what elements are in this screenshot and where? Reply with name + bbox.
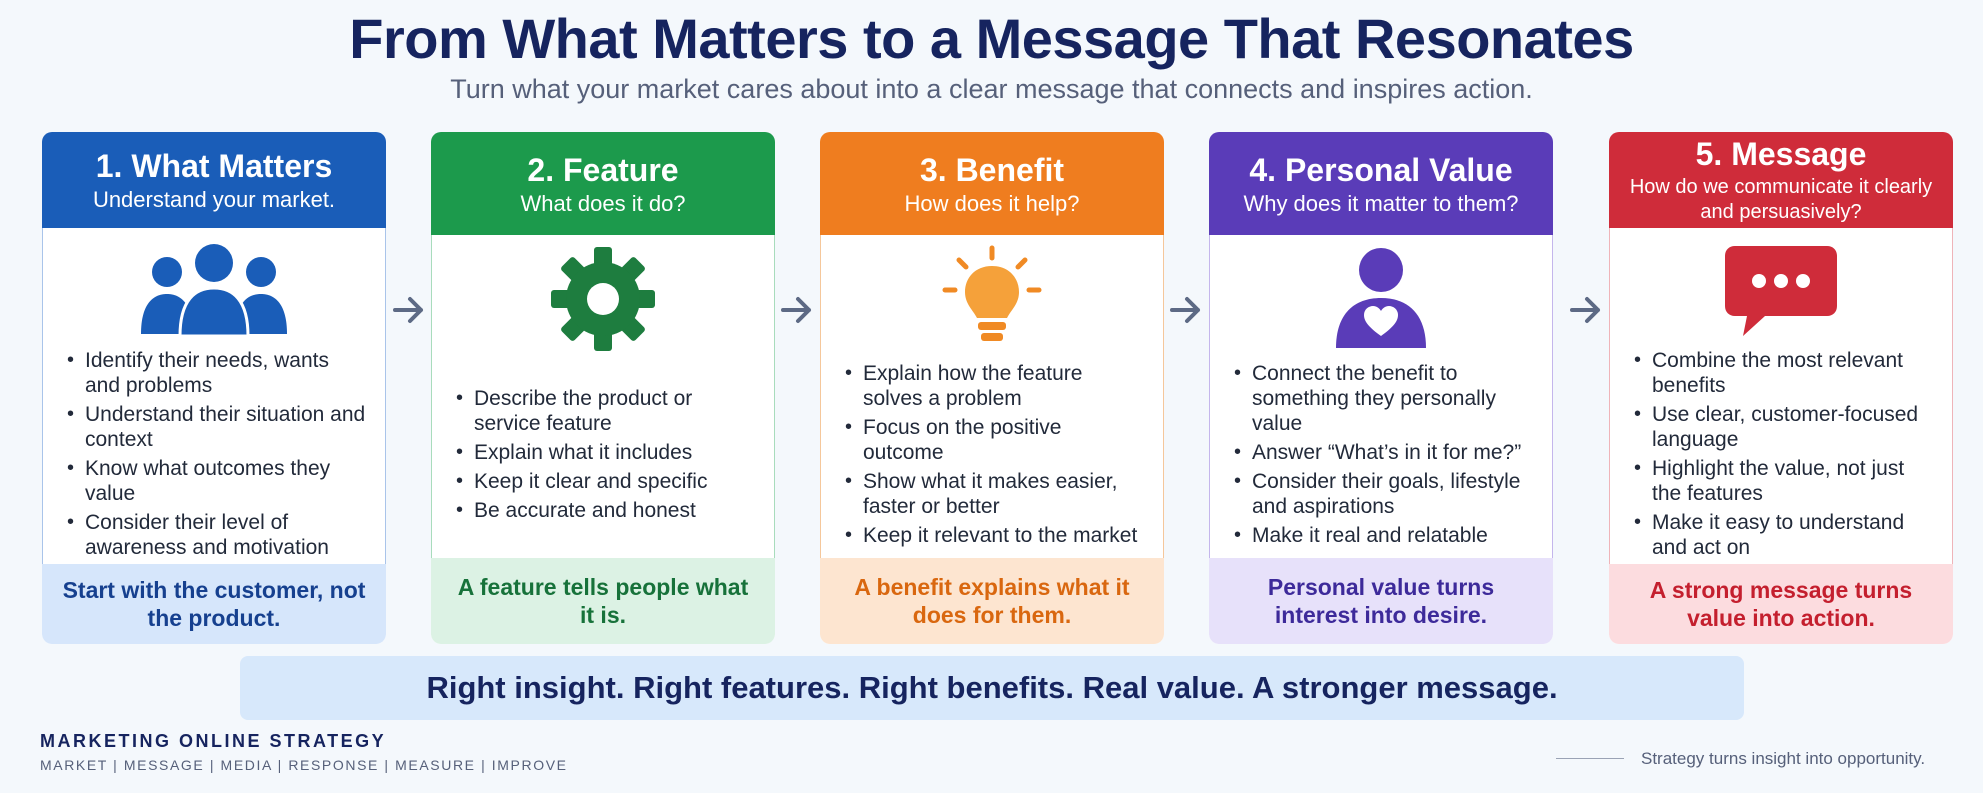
list-item: Consider their goals, lifestyle and aspi… (1232, 469, 1534, 519)
step-subtitle: How does it help? (904, 190, 1080, 216)
step-title: 2. Feature (527, 151, 679, 188)
step-takeaway: Personal value turns interest into desir… (1209, 558, 1553, 644)
step-card-header: 5. Message How do we communicate it clea… (1609, 132, 1953, 228)
step-title: 3. Benefit (919, 151, 1065, 188)
step-title: 1. What Matters (95, 147, 333, 184)
arrow-right-icon (777, 292, 817, 328)
summary-banner: Right insight. Right features. Right ben… (240, 656, 1744, 720)
step-bullets: Connect the benefit to something they pe… (1210, 355, 1552, 558)
chat-bubble-icon (1725, 245, 1837, 336)
list-item: Explain what it includes (454, 440, 756, 465)
list-item: Know what outcomes they value (65, 456, 367, 506)
page-title: From What Matters to a Message That Reso… (349, 7, 1634, 70)
step-subtitle: Why does it matter to them? (1243, 190, 1519, 216)
step-takeaway: A feature tells people what it is. (431, 558, 775, 644)
brand-tagline: MARKET | MESSAGE | MEDIA | RESPONSE | ME… (40, 757, 568, 773)
brand-name: MARKETING ONLINE STRATEGY (40, 731, 387, 751)
people-icon (141, 243, 287, 338)
list-item: Show what it makes easier, faster or bet… (843, 469, 1145, 519)
divider (1556, 758, 1624, 759)
step-takeaway: A strong message turns value into action… (1609, 563, 1953, 644)
step-title: 5. Message (1695, 135, 1867, 172)
step-subtitle: How do we communicate it clearly and per… (1629, 175, 1933, 223)
step-card-body: Describe the product or service feature … (431, 235, 775, 558)
person-heart-icon (1336, 248, 1426, 348)
step-bullets: Combine the most relevant benefits Use c… (1610, 348, 1952, 564)
gear-icon (551, 247, 655, 351)
list-item: Combine the most relevant benefits (1632, 348, 1934, 398)
step-card-feature: 2. Feature What does it do? (431, 132, 775, 644)
list-item: Consider their level of awareness and mo… (65, 510, 367, 560)
step-takeaway: Start with the customer, not the product… (42, 563, 386, 644)
step-bullets: Identify their needs, wants and problems… (43, 348, 385, 564)
step-card-header: 1. What Matters Understand your market. (42, 132, 386, 228)
arrow-right-icon (389, 292, 429, 328)
step-bullets: Describe the product or service feature … (432, 355, 774, 558)
step-subtitle: Understand your market. (92, 186, 336, 212)
list-item: Connect the benefit to something they pe… (1232, 361, 1534, 436)
list-item: Keep it clear and specific (454, 469, 756, 494)
list-item: Focus on the positive outcome (843, 415, 1145, 465)
list-item: Make it real and relatable (1232, 523, 1534, 548)
list-item: Answer “What’s in it for me?” (1232, 440, 1534, 465)
step-card-body: Explain how the feature solves a problem… (820, 235, 1164, 558)
step-card-body: Connect the benefit to something they pe… (1209, 235, 1553, 558)
step-bullets: Explain how the feature solves a problem… (821, 355, 1163, 558)
step-subtitle: What does it do? (520, 190, 686, 216)
step-card-body: Identify their needs, wants and problems… (42, 227, 386, 564)
step-card-message: 5. Message How do we communicate it clea… (1609, 132, 1953, 644)
list-item: Keep it relevant to the market (843, 523, 1145, 548)
list-item: Describe the product or service feature (454, 386, 756, 436)
arrow-right-icon (1566, 292, 1606, 328)
step-takeaway: A benefit explains what it does for them… (820, 558, 1164, 644)
arrow-right-icon (1166, 292, 1206, 328)
step-card-benefit: 3. Benefit How does it help? (820, 132, 1164, 644)
step-card-what-matters: 1. What Matters Understand your market. … (42, 132, 386, 644)
step-card-header: 4. Personal Value Why does it matter to … (1209, 132, 1553, 235)
list-item: Understand their situation and context (65, 402, 367, 452)
step-card-personal-value: 4. Personal Value Why does it matter to … (1209, 132, 1553, 644)
footer-tagline: Strategy turns insight into opportunity. (1641, 749, 1926, 768)
list-item: Identify their needs, wants and problems (65, 348, 367, 398)
list-item: Make it easy to understand and act on (1632, 510, 1934, 560)
list-item: Use clear, customer-focused language (1632, 402, 1934, 452)
step-title: 4. Personal Value (1249, 151, 1513, 188)
list-item: Explain how the feature solves a problem (843, 361, 1145, 411)
step-card-header: 2. Feature What does it do? (431, 132, 775, 235)
list-item: Highlight the value, not just the featur… (1632, 456, 1934, 506)
lightbulb-icon (942, 245, 1042, 341)
page-subtitle: Turn what your market cares about into a… (450, 74, 1533, 104)
step-card-body: Combine the most relevant benefits Use c… (1609, 227, 1953, 564)
step-card-header: 3. Benefit How does it help? (820, 132, 1164, 235)
list-item: Be accurate and honest (454, 498, 756, 523)
